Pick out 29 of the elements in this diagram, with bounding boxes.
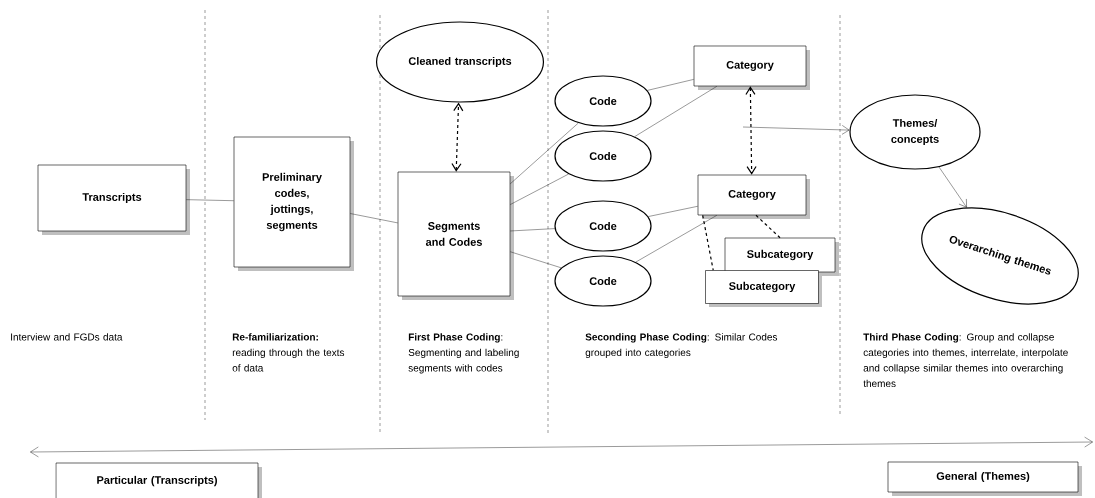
connector-line [186,199,234,201]
subcategory-box: Subcategory [724,237,839,276]
connector-line [510,251,562,269]
connector-line [648,206,698,217]
connector-line [510,228,555,232]
end-label-box: Particular (Transcripts) [55,462,262,498]
phase-description: Interview and FGDs data [11,333,123,341]
connector-line [702,214,714,271]
phase-description: Third Phase Coding: Group and collapse categories into themes, interrelate, interpolate and collapse similar themes into overarching themes [863,333,1068,388]
connector-line [634,86,718,137]
connector-line [647,79,694,91]
end-label-box: General (Themes) [887,461,1082,496]
dashed-arrow [451,102,464,172]
process-box: Segments and Codes [397,171,514,300]
category-box: Category [697,174,810,219]
subcategory-box: Subcategory [705,270,822,307]
phase-description: Re-familiarization: reading through the texts of data [232,333,345,372]
connector-line [635,215,718,263]
connector-line [755,214,781,239]
arrow [742,125,850,135]
process-box: Transcripts [37,164,190,235]
phase-description: First Phase Coding: Segmenting and labeling segments with codes [408,333,519,374]
dashed-arrow [745,86,757,175]
process-box: Preliminary codes, jottings, segments [233,136,354,271]
category-box: Category [693,45,810,90]
connector-line [350,213,398,224]
phase-description: Seconding Phase Coding: Similar Codes grouped into categories [585,333,778,358]
connector-line [510,173,569,205]
arrow [938,166,967,208]
